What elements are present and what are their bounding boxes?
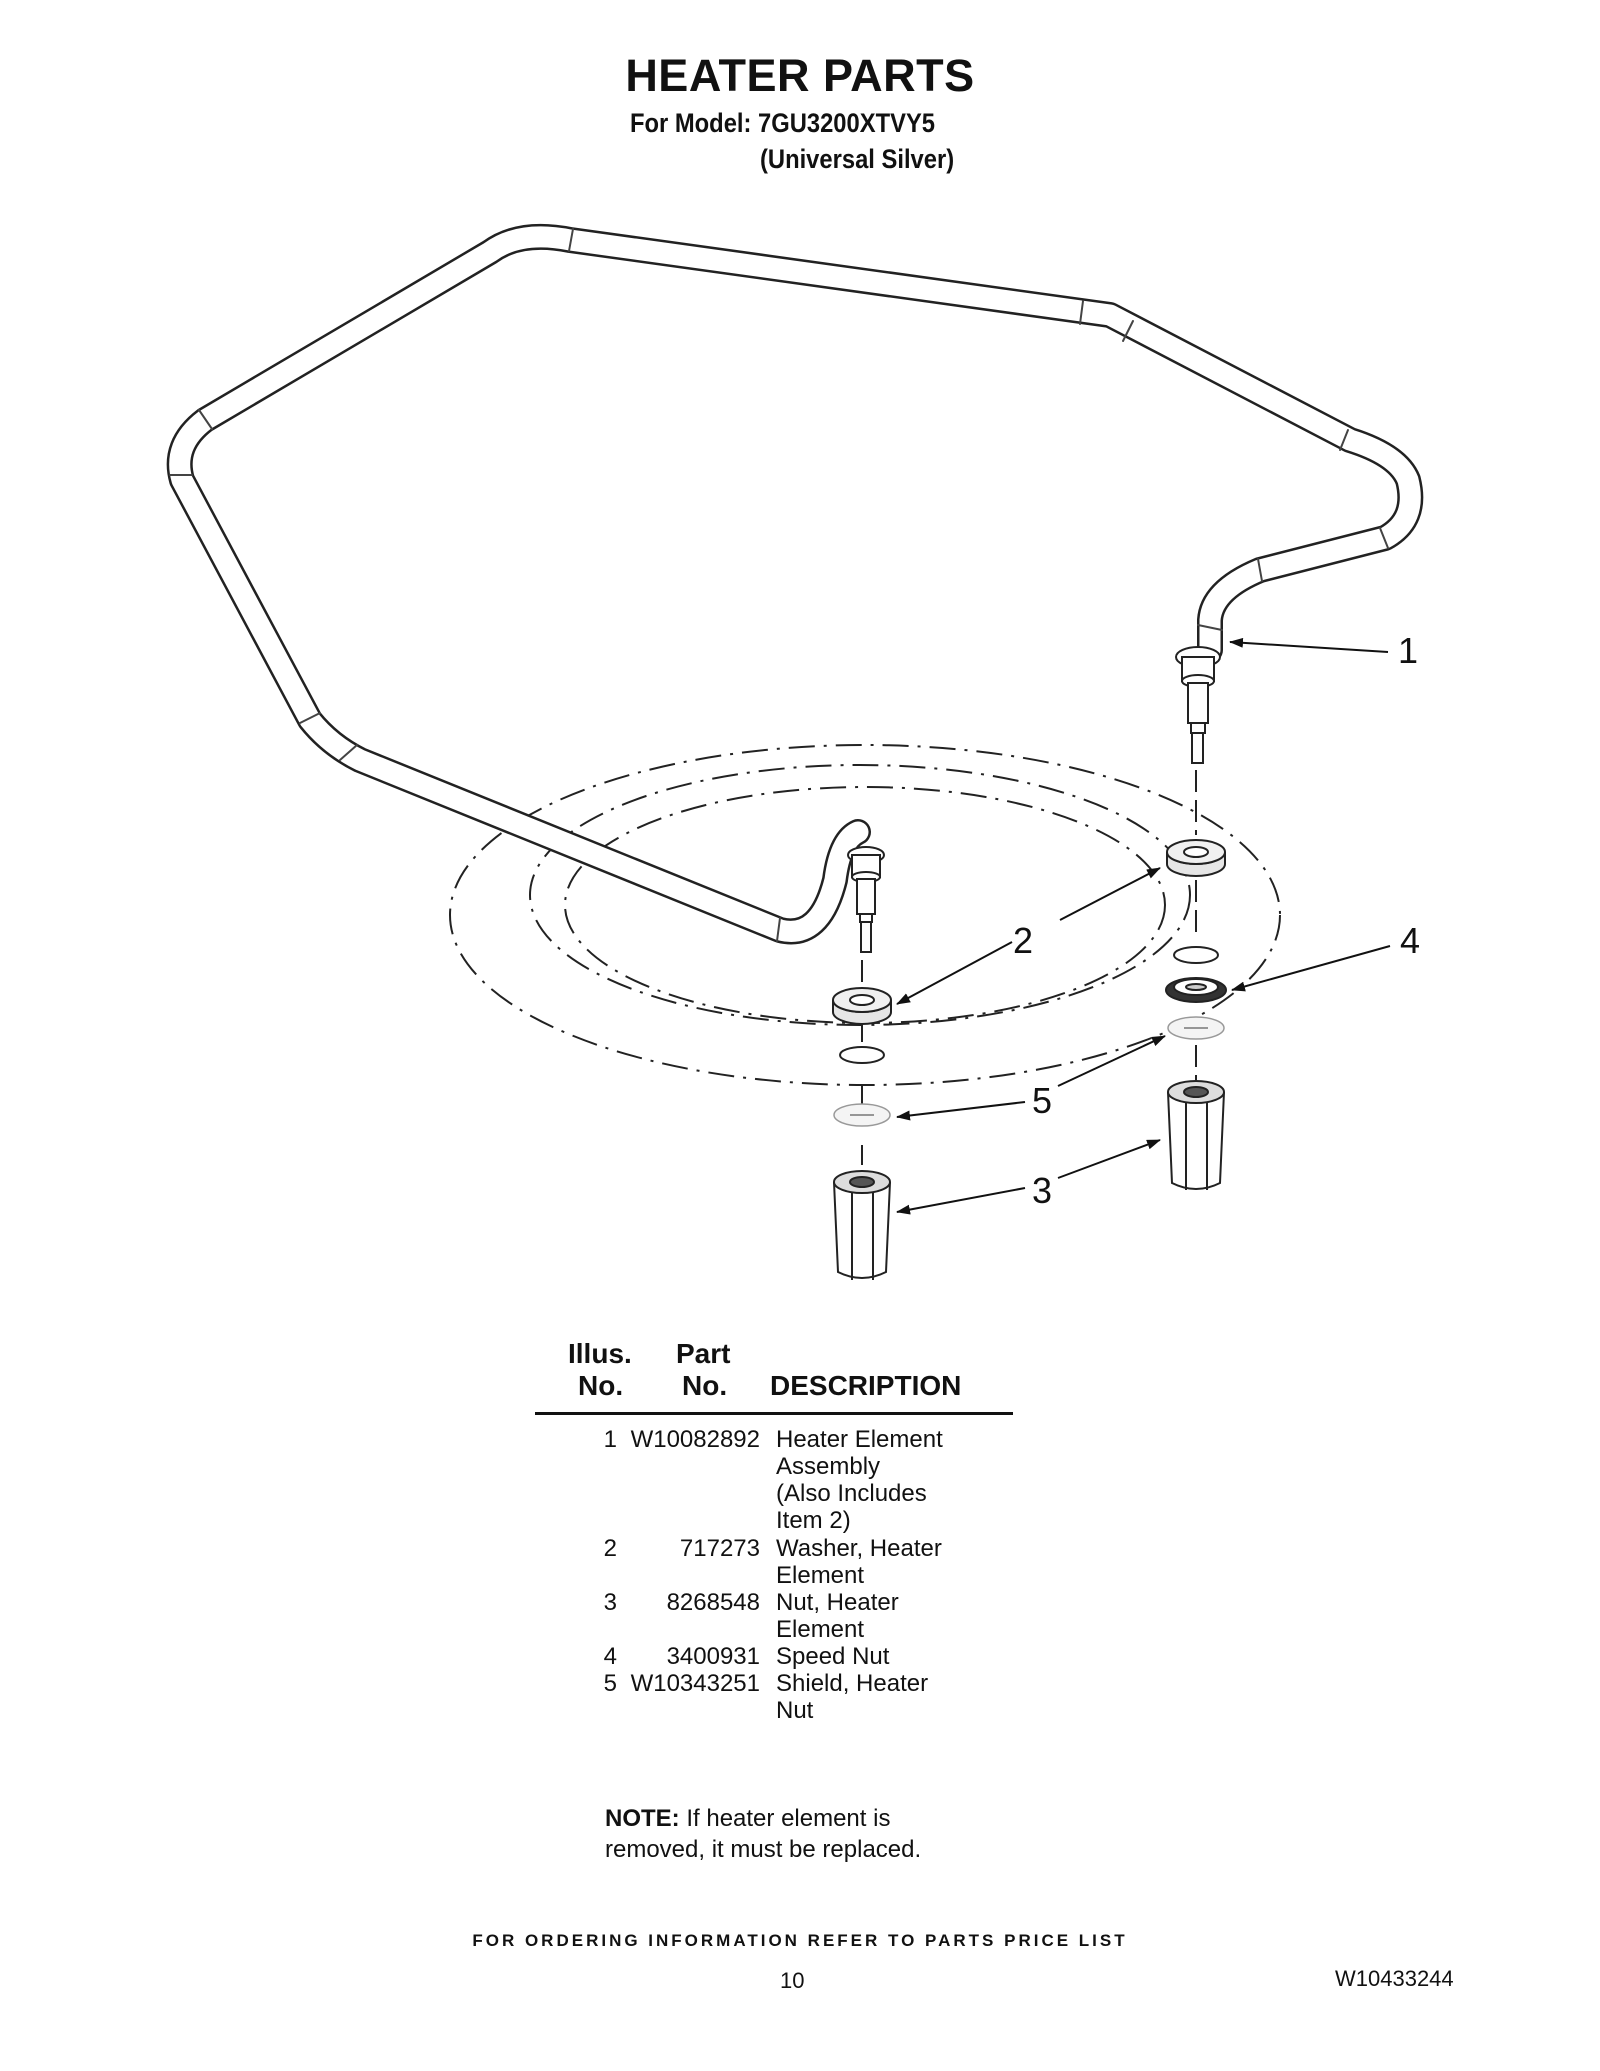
document-id: W10433244 bbox=[1335, 1966, 1454, 1991]
part-description: Speed Nut bbox=[776, 1643, 890, 1670]
shield-right bbox=[1167, 1016, 1225, 1040]
callout-3: 3 bbox=[1032, 1170, 1053, 1211]
washer-right bbox=[1166, 839, 1226, 877]
shield-left bbox=[833, 1103, 891, 1127]
ordering-info: FOR ORDERING INFORMATION REFER TO PARTS … bbox=[472, 1931, 1128, 1950]
heater-element-tube bbox=[166, 223, 1424, 945]
part-header-line2: No. bbox=[682, 1370, 728, 1401]
callout-4: 4 bbox=[1400, 920, 1421, 961]
illus-number: 4 bbox=[603, 1643, 617, 1670]
part-description: Nut, Heater Element bbox=[776, 1589, 899, 1643]
illus-number: 2 bbox=[603, 1535, 617, 1562]
heater-nut-left bbox=[833, 1170, 891, 1280]
part-description: Heater Element Assembly (Also Includes I… bbox=[776, 1426, 943, 1534]
model-variant: (Universal Silver) bbox=[760, 144, 955, 174]
table-header-rule bbox=[535, 1412, 1013, 1415]
illus-header-line1: Illus. bbox=[568, 1338, 632, 1369]
heater-terminal-right bbox=[1175, 646, 1221, 764]
illus-number: 1 bbox=[603, 1426, 617, 1453]
illus-number: 3 bbox=[603, 1589, 617, 1616]
callout-2: 2 bbox=[1013, 920, 1034, 961]
washer-left bbox=[832, 987, 892, 1025]
leader-lines bbox=[896, 637, 1391, 1215]
part-description: Shield, Heater Nut bbox=[776, 1670, 929, 1724]
heater-terminal-left bbox=[847, 846, 885, 953]
heater-nut-right bbox=[1167, 1080, 1225, 1190]
note-label: NOTE: bbox=[605, 1805, 680, 1832]
illus-header-line2: No. bbox=[578, 1370, 624, 1401]
model-number: For Model: 7GU3200XTVY5 bbox=[630, 108, 936, 138]
page-title: HEATER PARTS bbox=[625, 50, 975, 101]
page-number: 10 bbox=[780, 1968, 805, 1993]
description-header: DESCRIPTION bbox=[770, 1370, 962, 1401]
note-text: If heater element is removed, it must be… bbox=[605, 1805, 922, 1863]
part-number: 3400931 bbox=[666, 1643, 760, 1670]
callout-5: 5 bbox=[1032, 1080, 1053, 1121]
part-number: 717273 bbox=[679, 1535, 760, 1562]
part-number: 8268548 bbox=[666, 1589, 760, 1616]
part-description: Washer, Heater Element bbox=[776, 1535, 942, 1589]
heater-parts-diagram bbox=[166, 223, 1424, 1280]
callout-1: 1 bbox=[1398, 630, 1419, 671]
part-header-line1: Part bbox=[676, 1338, 731, 1369]
part-number: W10343251 bbox=[630, 1670, 760, 1697]
part-number: W10082892 bbox=[630, 1426, 760, 1453]
replacement-note: NOTE: If heater element is removed, it m… bbox=[605, 1803, 985, 1865]
illus-number: 5 bbox=[603, 1670, 617, 1697]
speed-nut bbox=[1165, 977, 1227, 1003]
